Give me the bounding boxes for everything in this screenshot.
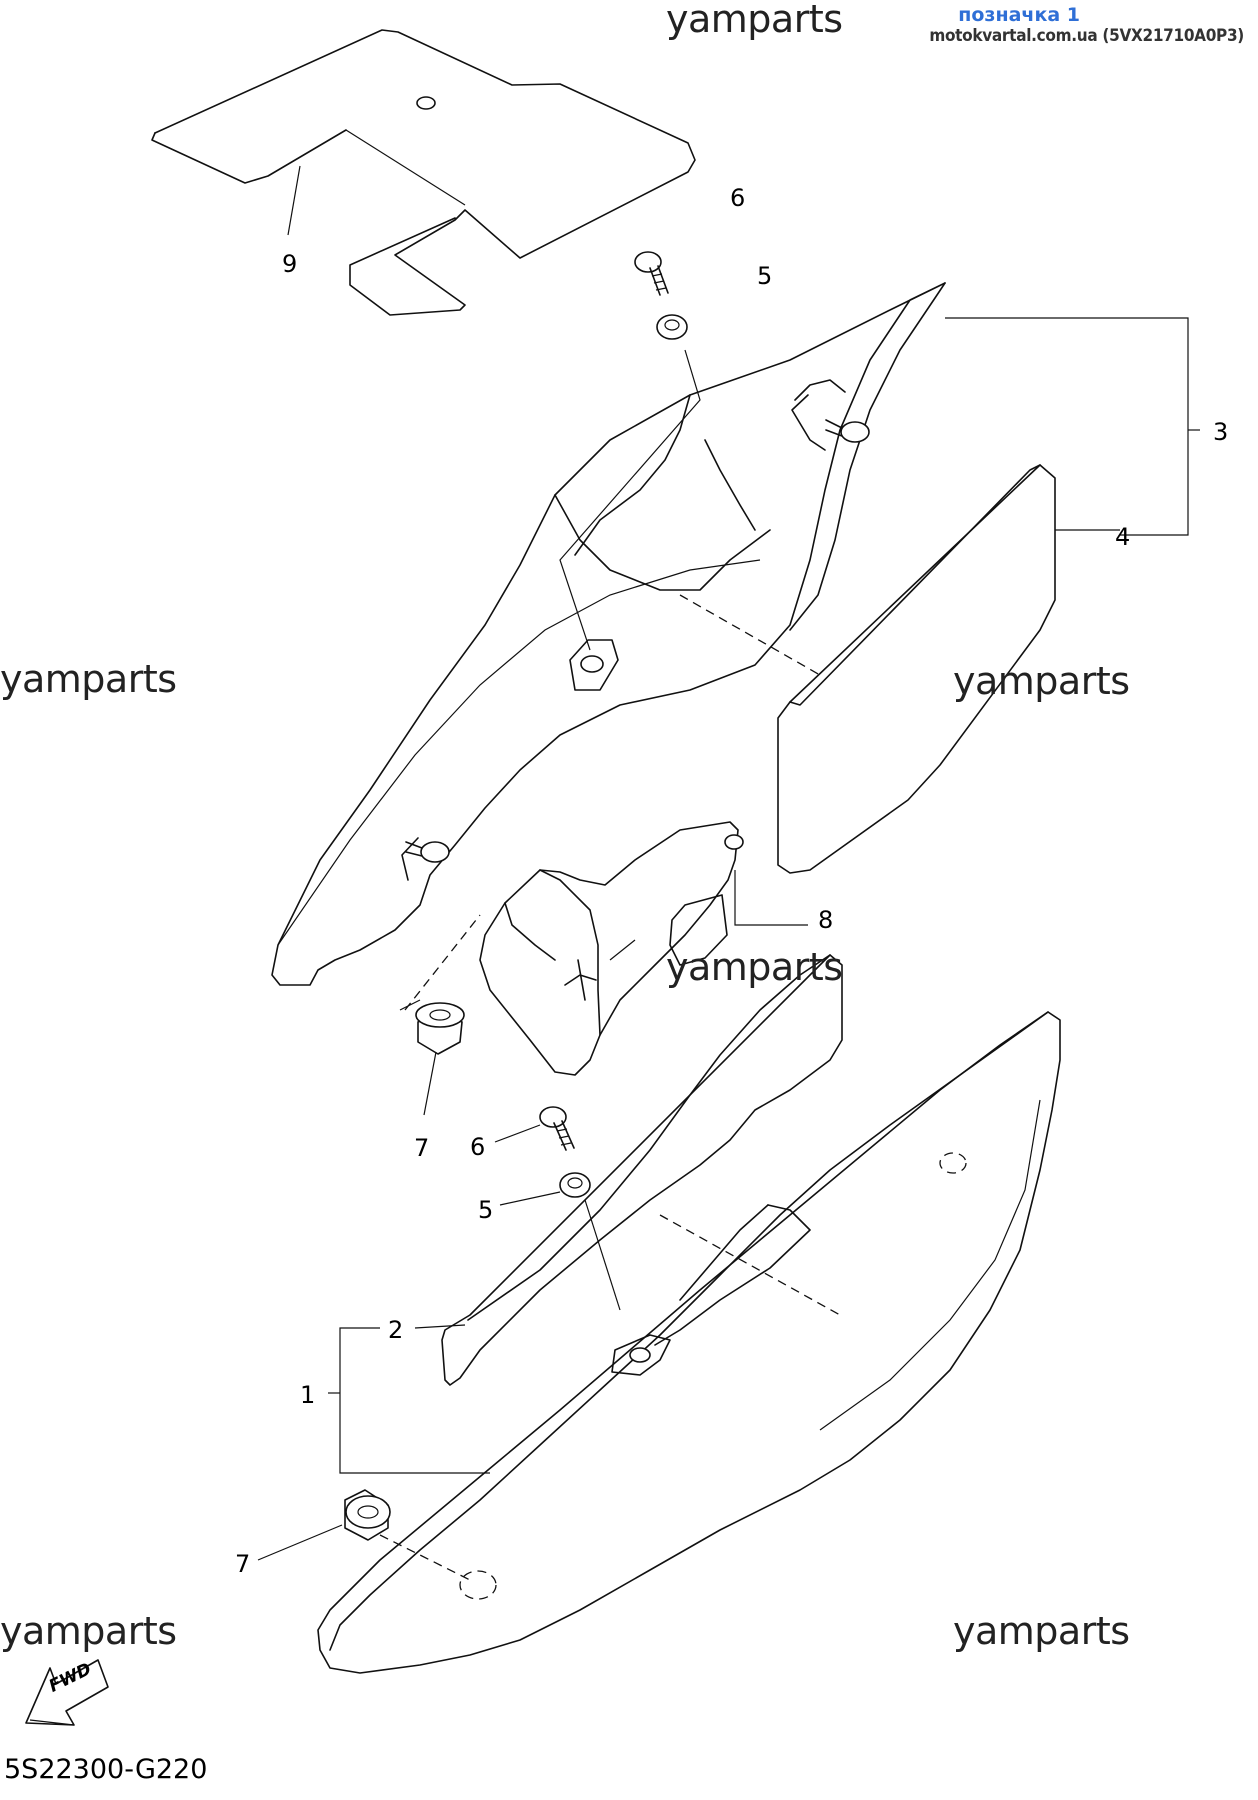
- watermark-left-middle: yamparts: [0, 657, 177, 701]
- watermark-center: yamparts: [666, 945, 843, 989]
- lower-screw-6: [494, 1106, 575, 1151]
- part-3-side-cover: [271, 282, 946, 986]
- drawing-code: 5S22300-G220: [4, 1754, 208, 1785]
- watermark-right-bottom: yamparts: [953, 1609, 1130, 1653]
- part-1-side-cover: [317, 1011, 1061, 1674]
- lower-grommet-7: [257, 1489, 391, 1561]
- part-2-decal: [414, 954, 843, 1386]
- callout-6-lower: 6: [470, 1133, 486, 1161]
- fwd-arrow-icon: [25, 1659, 109, 1726]
- callout-2: 2: [388, 1316, 404, 1344]
- callout-3: 3: [1213, 418, 1229, 446]
- watermark-right-middle: yamparts: [953, 659, 1130, 703]
- lower-washer-5: [499, 1172, 621, 1311]
- upper-screw-6: [634, 251, 669, 296]
- watermark-top: yamparts: [666, 0, 843, 41]
- upper-washer-5: [656, 314, 688, 340]
- callout-7-upper: 7: [414, 1134, 430, 1162]
- callout-6-upper: 6: [730, 184, 746, 212]
- assembly-brackets: [328, 317, 1200, 1474]
- header-label: позначка 1: [958, 4, 1080, 26]
- header-site: motokvartal.com.ua (5VX21710A0P3): [929, 26, 1244, 46]
- part-4-decal: [777, 464, 1120, 874]
- callout-5-lower: 5: [478, 1196, 494, 1224]
- callout-5-upper: 5: [757, 262, 773, 290]
- callout-8: 8: [818, 906, 834, 934]
- callout-9: 9: [282, 250, 298, 278]
- upper-grommet-7: [399, 914, 481, 1116]
- watermark-left-bottom: yamparts: [0, 1609, 177, 1653]
- callout-7-lower: 7: [235, 1550, 251, 1578]
- callout-1: 1: [300, 1381, 316, 1409]
- callout-4: 4: [1115, 523, 1131, 551]
- part-8-bracket: [479, 821, 808, 1076]
- part-9-pad: [151, 29, 696, 316]
